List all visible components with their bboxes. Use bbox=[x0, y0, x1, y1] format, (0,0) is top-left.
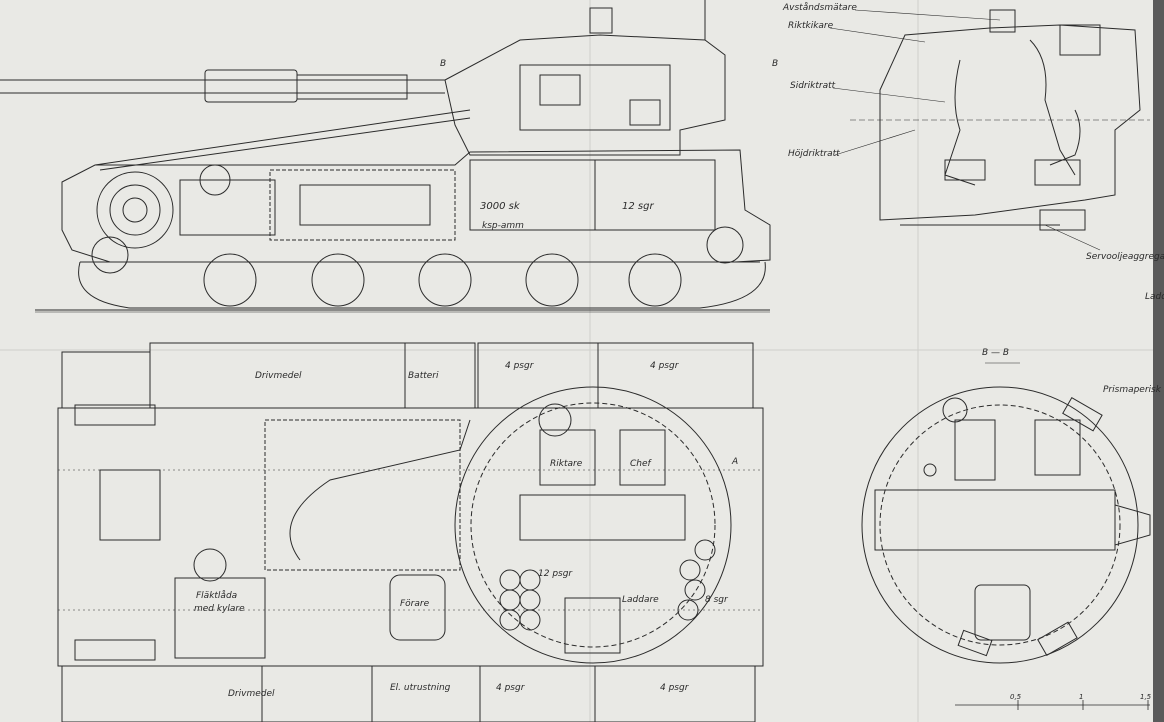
psgr-top-1-label: 4 psgr bbox=[505, 361, 534, 371]
scale-bar bbox=[955, 700, 1150, 710]
leader-lines bbox=[829, 9, 1101, 251]
commander-label: Chef bbox=[630, 459, 651, 469]
scale-tick-1: 0,5 bbox=[1010, 693, 1022, 701]
battery-label: Batteri bbox=[408, 371, 439, 381]
rangefinder-label: Avståndsmätare bbox=[783, 3, 857, 13]
psgr-top-2-label: 4 psgr bbox=[650, 361, 679, 371]
turret-section bbox=[850, 9, 1150, 231]
loader-label: Laddare bbox=[622, 595, 659, 605]
with-cooler-label: med kylare bbox=[194, 604, 245, 614]
gunner-label: Riktare bbox=[550, 459, 583, 469]
scale-tick-2: 1 bbox=[1079, 693, 1084, 701]
ammo-count-label: 3000 sk bbox=[480, 201, 520, 212]
section-mark-b-left: B bbox=[440, 59, 447, 69]
gun-sight-label: Riktkikare bbox=[788, 21, 834, 31]
direction-mark-label: A bbox=[732, 457, 739, 467]
top-view bbox=[57, 342, 764, 722]
psgr-bottom-1-label: 4 psgr bbox=[496, 683, 525, 693]
elevation-handwheel-label: Höjdriktratt bbox=[788, 149, 840, 159]
psgr-12-label: 12 psgr bbox=[538, 569, 573, 579]
fan-housing-label: Fläktlåda bbox=[196, 591, 238, 601]
scale-tick-3: 1,5 bbox=[1140, 693, 1152, 701]
turret-plan bbox=[861, 362, 1151, 664]
fuel-bottom-label: Drivmedel bbox=[228, 689, 275, 699]
traverse-handwheel-label: Sidriktratt bbox=[790, 81, 836, 91]
sgr-8-label: 8 sgr bbox=[705, 595, 728, 605]
periscope-label: Prismaperisk bbox=[1103, 385, 1161, 395]
sheet-edge bbox=[1153, 0, 1164, 722]
section-mark-b-right: B bbox=[772, 59, 779, 69]
servo-unit-label: Servooljeaggregat bbox=[1086, 252, 1164, 262]
road-wheels bbox=[91, 226, 744, 307]
psgr-bottom-2-label: 4 psgr bbox=[660, 683, 689, 693]
section-bb-title: B — B bbox=[982, 348, 1010, 358]
shell-rack bbox=[499, 539, 716, 631]
driver-label: Förare bbox=[400, 599, 430, 609]
fuel-top-label: Drivmedel bbox=[255, 371, 302, 381]
ammo-type-label: ksp-amm bbox=[482, 221, 524, 231]
side-view bbox=[0, 0, 771, 313]
electrical-label: El. utrustning bbox=[390, 683, 451, 693]
cut-off-label: Ladd bbox=[1145, 292, 1164, 302]
shells-label: 12 sgr bbox=[622, 201, 654, 212]
